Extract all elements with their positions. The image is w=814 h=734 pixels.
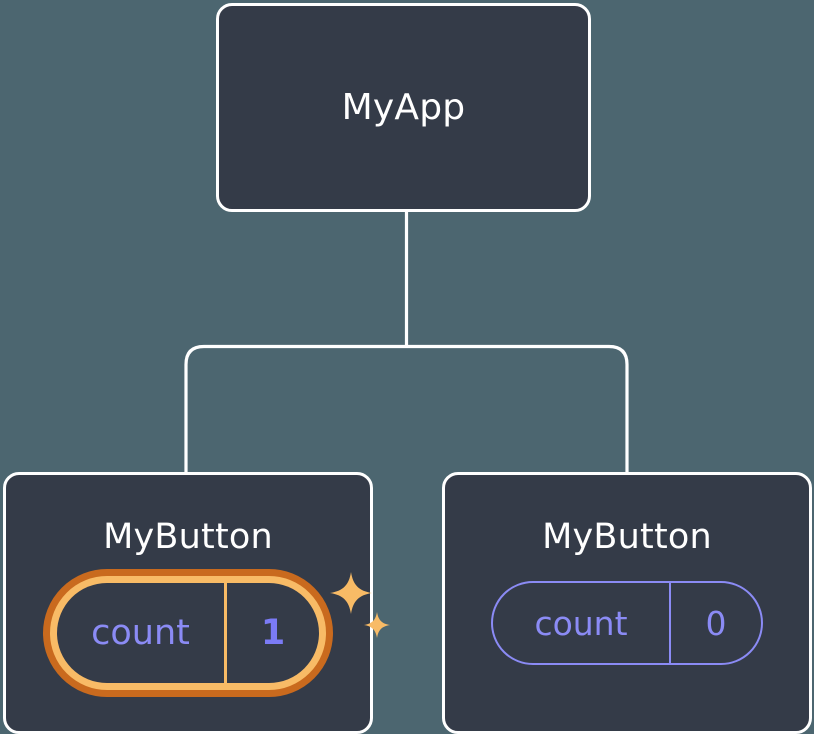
node-myapp-label: MyApp	[341, 86, 466, 128]
sparkle-large-icon	[330, 572, 372, 614]
state-value-count: 0	[669, 583, 761, 663]
node-mybutton-left-label: MyButton	[103, 517, 273, 557]
state-pill-count-highlighted[interactable]: count 1	[43, 569, 333, 697]
node-mybutton-left[interactable]: MyButton count 1	[3, 472, 390, 734]
node-mybutton-right-label: MyButton	[542, 517, 712, 557]
state-pill-inner: count 1	[57, 583, 319, 683]
state-key-count: count	[534, 603, 628, 643]
sparkle-small-icon	[364, 612, 390, 638]
edge-to-right-child	[406, 344, 629, 474]
node-myapp[interactable]: MyApp	[216, 3, 591, 212]
node-mybutton-right[interactable]: MyButton count 0	[442, 472, 812, 734]
state-pill-right-wrap: count 0	[491, 581, 763, 665]
state-key-count: count	[91, 612, 190, 653]
state-value-count: 1	[224, 583, 319, 683]
state-pill-left-wrap: count 1	[43, 569, 390, 697]
edge-to-left-child	[184, 344, 407, 474]
state-pill-count-plain[interactable]: count 0	[491, 581, 763, 665]
